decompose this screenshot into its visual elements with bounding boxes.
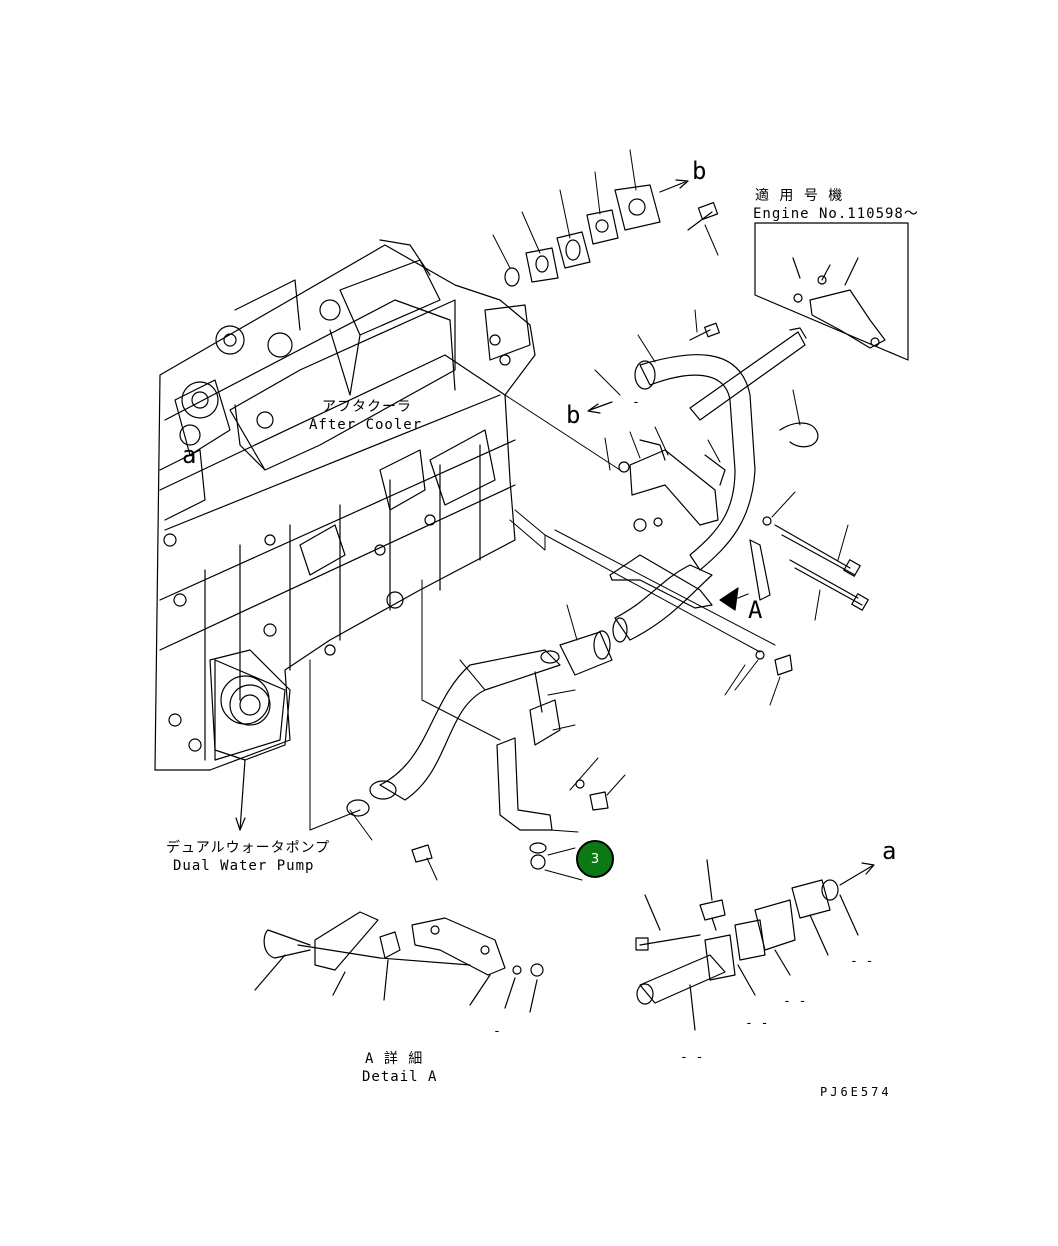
part-number-placeholder: - - [680, 1050, 704, 1065]
callout-b-top: b [692, 157, 707, 185]
engine-block [154, 239, 536, 771]
callout-a-engine: a [182, 441, 197, 469]
callout-view-a: A [748, 596, 763, 624]
bracket-lower [496, 737, 553, 831]
detail-label-en: Detail A [362, 1069, 438, 1085]
callout-a-right: a [882, 837, 897, 865]
callout-b-mid: b [566, 401, 581, 429]
detail-label-jp: A 詳 細 [365, 1051, 424, 1067]
water-pipe-main [346, 649, 561, 817]
aftercooler-label-jp: アフタクーラ [322, 399, 412, 415]
arrows [587, 179, 875, 886]
bracket-mid [609, 539, 771, 609]
leader-lines [309, 149, 849, 881]
part-number-placeholder: - - [783, 994, 807, 1009]
flange-stack [504, 184, 719, 287]
pump-label-en: Dual Water Pump [173, 858, 315, 874]
applicable-label-jp: 適 用 号 機 [755, 188, 844, 204]
bracket-upper [629, 439, 726, 526]
drawing-code: PJ6E574 [820, 1085, 892, 1099]
pump-label-jp: デュアルウォータポンプ [166, 840, 331, 856]
clamp-hose [559, 564, 713, 676]
engine-number-label: Engine No.110598～ [753, 206, 919, 222]
part-callout-badge[interactable]: 3 [576, 840, 614, 878]
part-number-placeholder: - - [850, 954, 874, 969]
part-number-placeholder: - - [745, 1016, 769, 1031]
bypass-pipe [634, 354, 819, 571]
detail-a [254, 911, 544, 1013]
small-hardware [411, 461, 793, 870]
inset-box [754, 222, 909, 361]
dual-water-pump [209, 649, 291, 831]
part-number-placeholder: - [493, 1024, 501, 1039]
part-number-placeholder: - [632, 395, 640, 410]
aftercooler-label-en: After Cooler [309, 417, 423, 433]
long-bolts [689, 322, 869, 611]
lower-pipe-assembly [635, 859, 859, 1031]
